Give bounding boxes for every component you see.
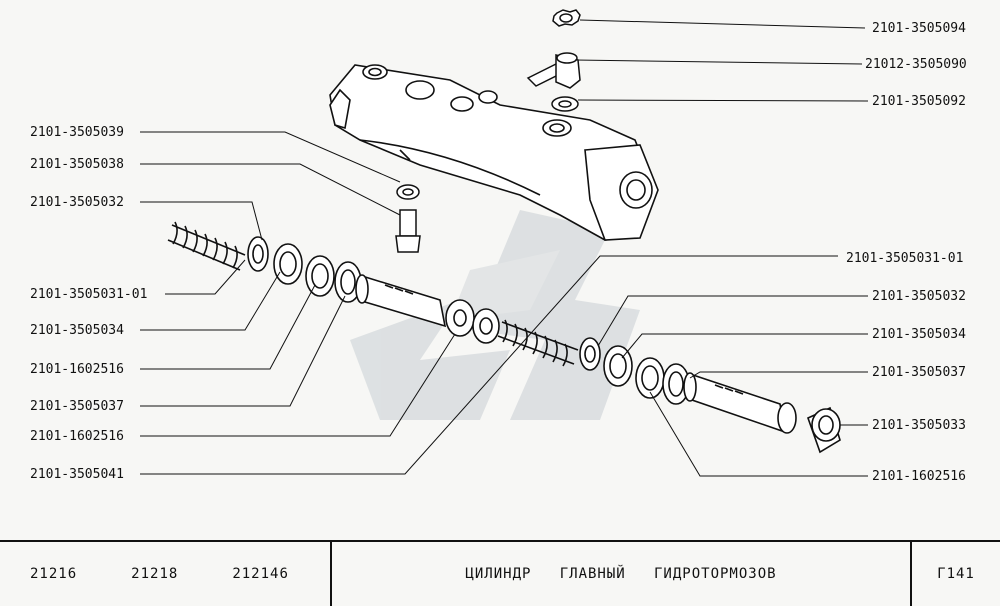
label-left-5: 2101-3505034 [30,323,124,338]
model-code: 21216 [30,566,78,582]
right-leader-lines [574,19,869,477]
piston-right [683,372,797,434]
return-spring-left [167,221,246,271]
label-right-2: 21012-3505090 [865,57,967,72]
label-left-1: 2101-3505039 [30,125,124,140]
label-left-9: 2101-3505041 [30,467,124,482]
label-right-6: 2101-3505034 [872,327,966,342]
stop-bolt-part [395,184,421,253]
hose-fitting-part [526,52,581,89]
label-right-5: 2101-3505032 [872,289,966,304]
label-left-3: 2101-3505032 [30,195,124,210]
label-right-3: 2101-3505092 [872,94,966,109]
piston-cup-set-left [247,236,362,303]
separating-washer-set [445,299,500,344]
piston-left [355,274,447,328]
label-right-1: 2101-3505094 [872,21,966,36]
page-number: Г141 [912,542,1000,606]
return-spring-center [497,319,579,367]
vaz-logo-watermark [350,210,640,420]
label-right-9: 2101-1602516 [872,469,966,484]
left-part-labels: 2101-3505039 2101-3505038 2101-3505032 2… [30,125,147,482]
label-right-8: 2101-3505033 [872,418,966,433]
label-left-8: 2101-1602516 [30,429,124,444]
page-number-text: Г141 [937,566,975,582]
model-code: 21218 [131,566,179,582]
label-left-7: 2101-3505037 [30,399,124,414]
assembly-title: ЦИЛИНДР ГЛАВНЫЙ ГИДРОТОРМОЗОВ [332,542,912,606]
exploded-parts-diagram: 2101-3505039 2101-3505038 2101-3505032 2… [30,9,967,484]
piston-cup-set-right [579,337,690,405]
label-left-6: 2101-1602516 [30,362,124,377]
lock-washer-part [552,9,581,27]
label-left-4: 2101-3505031-01 [30,287,147,302]
right-part-labels: 2101-3505094 21012-3505090 2101-3505092 … [846,21,967,484]
left-leader-lines [140,131,838,475]
label-left-2: 2101-3505038 [30,157,124,172]
model-code: 212146 [232,566,289,582]
end-cap-part [807,406,841,454]
seal-ring-part [551,96,579,112]
title-block: 21216 21218 212146 ЦИЛИНДР ГЛАВНЫЙ ГИДРО… [0,540,1000,606]
label-right-4: 2101-3505031-01 [846,251,963,266]
label-right-7: 2101-3505037 [872,365,966,380]
cylinder-body [329,64,659,241]
assembly-title-text: ЦИЛИНДР ГЛАВНЫЙ ГИДРОТОРМОЗОВ [465,566,777,582]
model-codes: 21216 21218 212146 [0,542,332,606]
